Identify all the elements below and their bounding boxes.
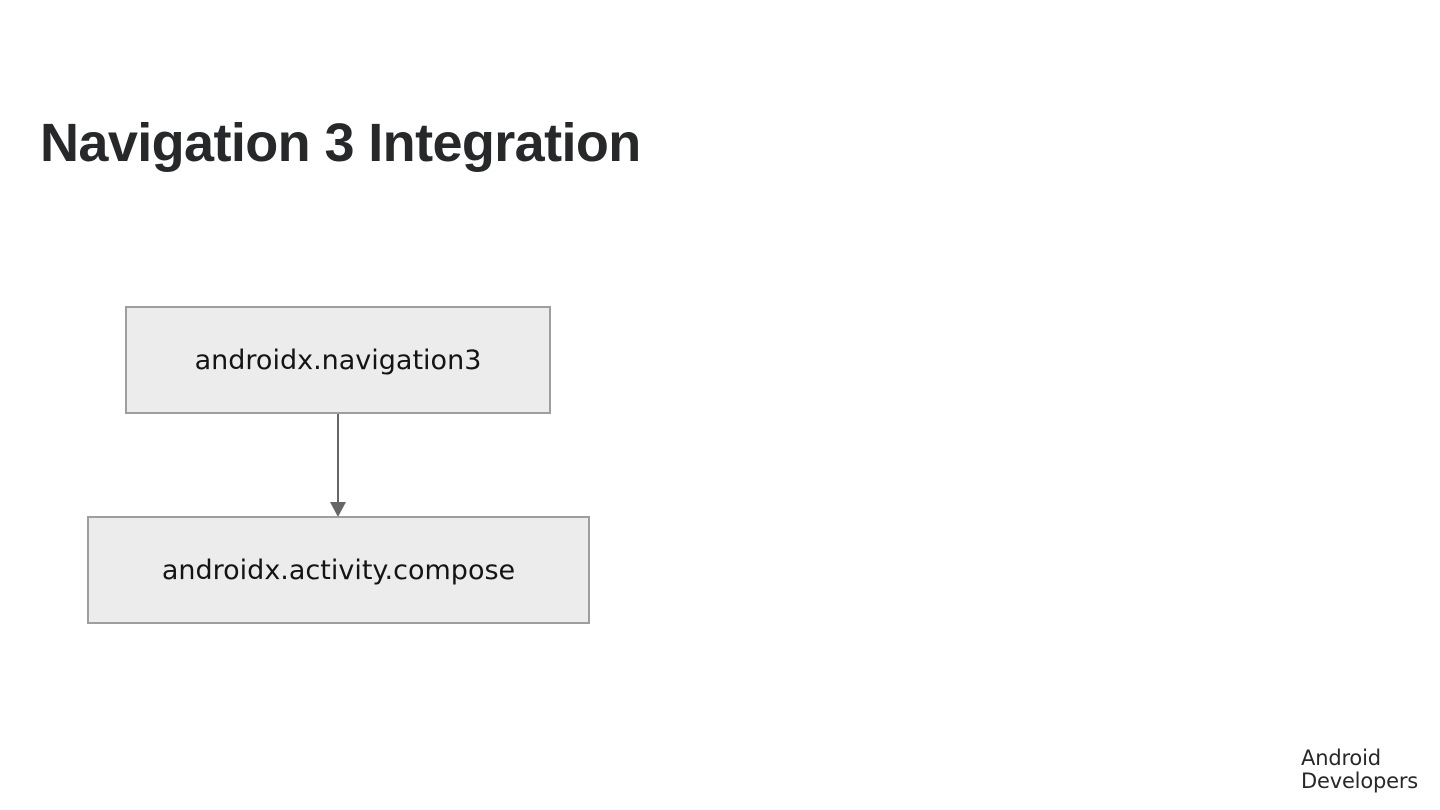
android-developers-logo: Android Developers	[1301, 745, 1418, 794]
diagram-node-navigation3[interactable]: androidx.navigation3	[125, 306, 551, 414]
page-title: Navigation 3 Integration	[40, 113, 641, 174]
diagram-node-label: androidx.activity.compose	[161, 554, 516, 586]
arrowhead-icon	[330, 502, 346, 517]
diagram-node-label: androidx.navigation3	[194, 344, 482, 376]
brand-line-android: Android	[1301, 745, 1381, 770]
brand-line-developers: Developers	[1301, 769, 1418, 794]
diagram-node-activity-compose[interactable]: androidx.activity.compose	[87, 516, 590, 624]
